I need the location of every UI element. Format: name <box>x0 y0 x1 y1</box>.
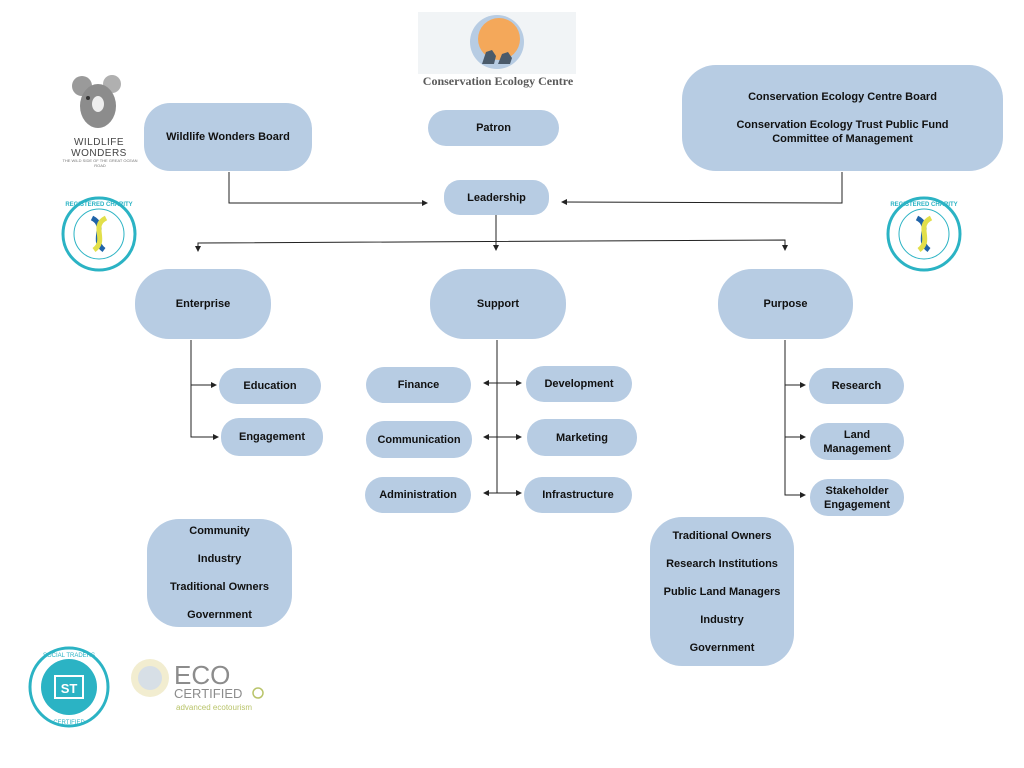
enterprise-partners-box: Community Industry Traditional Owners Go… <box>147 519 292 627</box>
node-land-management: Land Management <box>810 423 904 460</box>
list-item: Government <box>689 641 755 654</box>
koala-icon <box>72 75 121 128</box>
node-leadership: Leadership <box>444 180 549 215</box>
connector-branch-bar <box>197 239 788 251</box>
node-wildlife-wonders-board: Wildlife Wonders Board <box>144 103 312 171</box>
social-traders-bottom: CERTIFIED <box>53 720 85 726</box>
node-stakeholder-engagement: Stakeholder Engagement <box>810 479 904 516</box>
node-communication: Communication <box>366 421 472 458</box>
social-traders-icon: ST SOCIAL TRADERS CERTIFIED <box>28 646 110 728</box>
registered-charity-icon-left: REGISTERED CHARITY <box>61 196 137 272</box>
connector-enterprise <box>190 340 219 440</box>
cec-logo-icon <box>418 12 576 74</box>
list-item: Research Institutions <box>666 557 778 570</box>
node-administration: Administration <box>365 477 471 513</box>
node-cec-board: Conservation Ecology Centre Board Conser… <box>682 65 1003 171</box>
connector-wildlife-to-leadership <box>228 172 428 206</box>
list-item: Community <box>189 525 250 537</box>
charity-text-right: REGISTERED CHARITY <box>890 202 957 208</box>
node-education: Education <box>219 368 321 404</box>
node-finance: Finance <box>366 367 471 403</box>
node-engagement: Engagement <box>221 418 323 456</box>
social-traders-top: SOCIAL TRADERS <box>43 653 95 659</box>
wildlife-wonders-logo-title: WILDLIFE WONDERS <box>71 137 127 159</box>
eco-big-text: ECO <box>174 660 230 690</box>
node-purpose: Purpose <box>718 269 853 339</box>
registered-charity-icon-right: REGISTERED CHARITY <box>886 196 962 272</box>
list-item: Government <box>187 609 252 621</box>
list-item: Traditional Owners <box>169 581 270 593</box>
connector-cec-board-to-leadership <box>561 172 843 206</box>
list-item: Industry <box>700 613 744 626</box>
node-development: Development <box>526 366 632 402</box>
connector-purpose <box>784 340 806 498</box>
wildlife-wonders-tagline: THE WILD SIDE OF THE GREAT OCEAN ROAD <box>62 158 138 168</box>
eco-sub-text: advanced ecotourism <box>176 703 252 712</box>
list-item: Public Land Managers <box>663 585 781 598</box>
node-research: Research <box>809 368 904 404</box>
node-support: Support <box>430 269 566 339</box>
node-marketing: Marketing <box>527 419 637 456</box>
node-patron: Patron <box>428 110 559 146</box>
node-enterprise: Enterprise <box>135 269 271 339</box>
purpose-partners-box: Traditional Owners Research Institutions… <box>650 517 794 666</box>
charity-text-left: REGISTERED CHARITY <box>65 202 132 208</box>
social-traders-mark: ST <box>61 681 78 696</box>
node-infrastructure: Infrastructure <box>524 477 632 513</box>
eco-certified-text: CERTIFIED <box>174 686 242 701</box>
cec-logo-title: Conservation Ecology Centre <box>422 74 574 88</box>
list-item: Industry <box>197 553 242 565</box>
list-item: Traditional Owners <box>672 529 772 542</box>
eco-certified-icon: ECO CERTIFIED advanced ecotourism <box>131 659 264 712</box>
